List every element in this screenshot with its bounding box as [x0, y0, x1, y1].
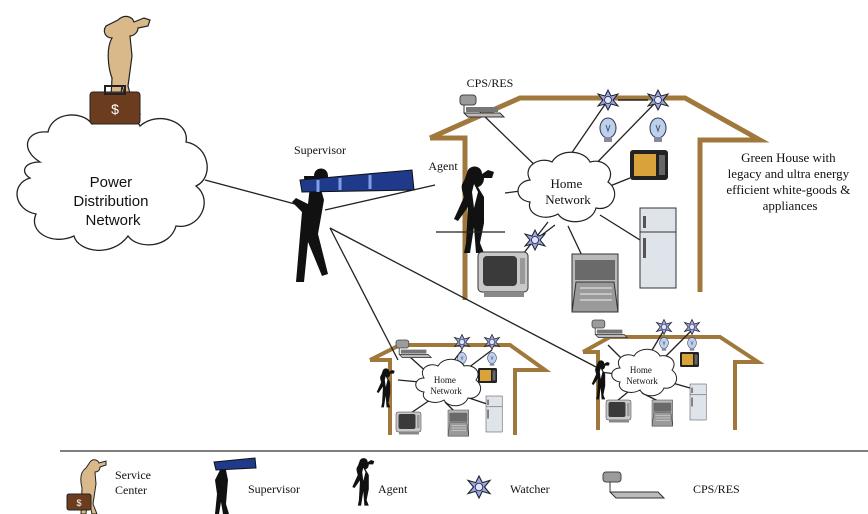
home-network-line-2: Network: [430, 386, 462, 396]
service-center-figure: $: [89, 15, 151, 125]
legend-agent-label: Agent: [378, 482, 408, 496]
legend-supervisor-label: Supervisor: [248, 482, 300, 496]
power-network-line-2: Distribution: [73, 193, 148, 210]
legend-watcher-label: Watcher: [510, 482, 550, 496]
home-network-line-1: Home: [630, 365, 652, 375]
legend-watcher-icon: [467, 475, 491, 499]
tv-icon: [395, 411, 422, 435]
green-house-line-4: appliances: [763, 198, 818, 213]
supervisor-figure: [292, 168, 415, 282]
home-network-line-2: Network: [545, 192, 591, 207]
bulb-icon: [687, 337, 697, 351]
small-house-left-outline: [369, 343, 552, 435]
fridge-icon: [485, 395, 503, 433]
watcher-icon: [684, 319, 700, 335]
power-distribution-cloud: [16, 112, 208, 251]
svg-text:Power Distribution Net: Power Distribution Network: [73, 174, 152, 229]
small-house-right-outline: [582, 335, 765, 430]
big-house-outline: [428, 95, 770, 300]
bulb-icon: [599, 117, 617, 143]
legend-service-center-line-1: Service: [115, 468, 151, 482]
microwave-icon: [478, 368, 497, 383]
microwave-icon: [680, 352, 699, 367]
green-house-line-2: legacy and ultra energy: [728, 166, 850, 181]
power-network-line-1: Power: [90, 174, 133, 191]
home-network-line-1: Home: [434, 375, 456, 385]
cps-res-top-label: CPS/RES: [467, 76, 514, 90]
microwave-icon: [630, 150, 668, 180]
watcher-icon: [656, 319, 672, 335]
agent-label: Agent: [428, 159, 458, 173]
bulb-icon: [649, 117, 667, 143]
watcher-icon: [454, 334, 470, 350]
dollar-icon: $: [111, 101, 119, 117]
cps-res-device: [395, 339, 432, 359]
svg-text:Service Center: Service Center: [115, 468, 154, 497]
bulb-icon: [659, 337, 669, 351]
legend-supervisor-icon: [213, 457, 257, 514]
legend-cps-res-icon: [602, 471, 666, 499]
fridge-icon: [689, 383, 707, 421]
svg-text:Home Network: Home Network: [430, 375, 462, 396]
svg-text:Home Network: Home Network: [626, 365, 658, 386]
cps-res-device: [591, 319, 628, 339]
home-network-line-2: Network: [626, 376, 658, 386]
svg-text:Home Network: Home Network: [545, 176, 591, 207]
home-network-cloud-small: [415, 358, 481, 407]
power-network-line-3: Network: [85, 212, 141, 229]
home-network-cloud-small: [611, 348, 677, 397]
dishwasher-icon: [447, 409, 469, 437]
svg-text:Green House with legacy an: Green House with legacy and ultra energy…: [726, 150, 853, 213]
green-house-line-1: Green House with: [741, 150, 836, 165]
legend-service-center: $: [66, 459, 107, 514]
dollar-icon: $: [76, 498, 81, 508]
agent-figure: [436, 166, 505, 253]
home-network-line-1: Home: [550, 176, 582, 191]
supervisor-label: Supervisor: [294, 143, 346, 157]
tv-icon: [605, 399, 632, 423]
watcher-icon: [484, 334, 500, 350]
dishwasher-icon: [571, 253, 619, 313]
fridge-icon: [639, 207, 677, 289]
green-house-line-3: efficient white-goods &: [726, 182, 850, 197]
tv-icon: [477, 251, 529, 298]
bulb-icon: [487, 352, 497, 366]
home-network-cloud: [517, 151, 616, 223]
dishwasher-icon: [651, 399, 673, 427]
legend-cps-res-label: CPS/RES: [693, 482, 740, 496]
legend-agent-icon: [352, 458, 375, 506]
legend-service-center-line-2: Center: [115, 483, 147, 497]
